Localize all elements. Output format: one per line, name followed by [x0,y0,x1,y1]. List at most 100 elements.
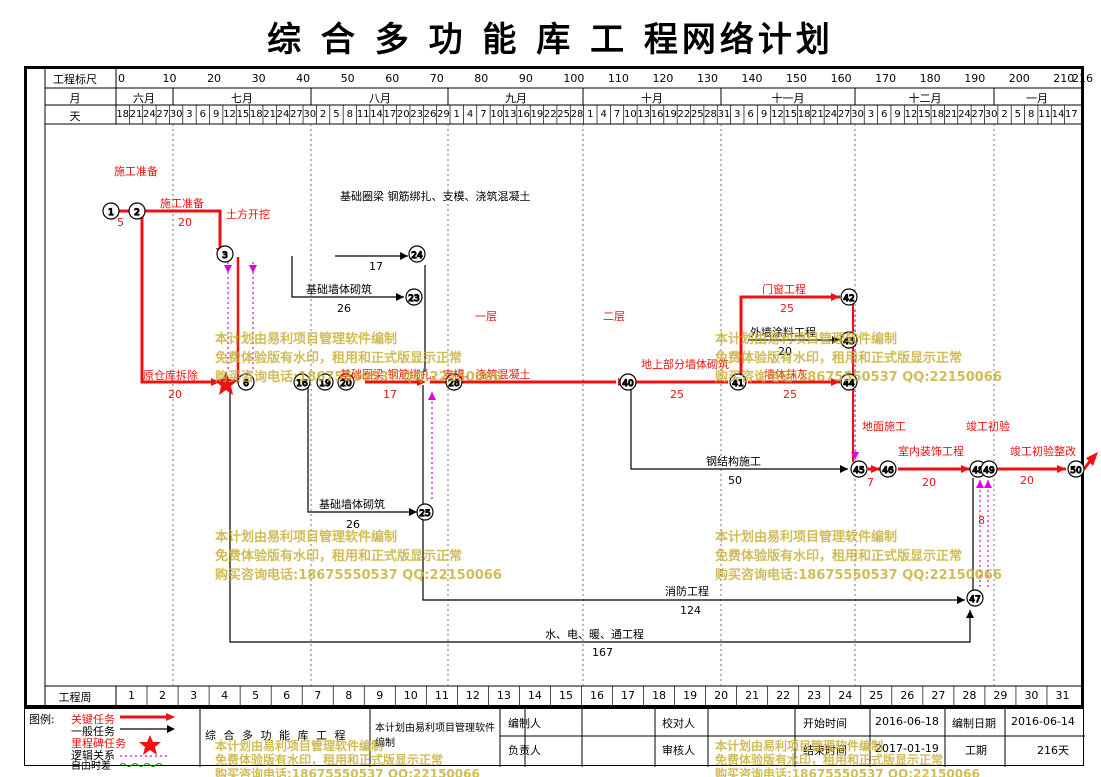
watermark: 本计划由易利项目管理软件编制免费体验版有水印，租用和正式版显示正常购买咨询电话:… [215,332,502,385]
task-duration: 26 [337,302,351,315]
software-note: 本计划由易利项目管理软件编制 [375,723,495,749]
chart-frame [24,66,1084,708]
day-cell: 6 [747,109,754,120]
task-label: 消防工程 [665,584,709,598]
node-number: 25 [419,509,430,519]
ruler-tick: 100 [563,72,585,85]
ruler-label: 工程标尺 [53,73,97,86]
day-cell: 2 [1001,109,1008,120]
week-cell: 16 [589,689,604,702]
node-number: 50 [1070,466,1082,476]
day-cell: 14 [370,109,383,120]
node-number: 41 [732,379,743,389]
day-cell: 21 [944,109,958,120]
node-number: 6 [243,379,249,389]
week-cell: 6 [283,689,291,702]
day-cell: 3 [867,109,875,120]
week-cell: 15 [558,689,573,702]
week-cell: 12 [465,689,480,702]
day-cell: 8 [346,109,353,120]
task-label: 门窗工程 [762,282,806,296]
node-number: 28 [448,379,460,389]
day-cell: 22 [677,109,691,120]
ruler-tick: 60 [385,72,400,85]
watermark: 本计划由易利项目管理软件编制免费体验版有水印，租用和正式版显示正常购买咨询电话:… [715,739,980,777]
week-cell: 18 [652,689,667,702]
watermark: 本计划由易利项目管理软件编制免费体验版有水印，租用和正式版显示正常购买咨询电话:… [715,332,1002,385]
task-label: 地面施工 [862,420,906,433]
task-label: 基础圈梁 钢筋绑扎、支模、浇筑混凝土 [340,367,531,381]
day-cell: 18 [931,109,945,120]
node-number: 49 [983,466,995,476]
task-label: 二层 [603,310,625,323]
ruler-tick: 190 [964,72,986,85]
day-cell: 27 [290,109,303,120]
ruler-tick: 90 [518,72,533,85]
task-duration: 17 [383,388,397,401]
task-label: 竣工初验整改 [1010,444,1076,458]
legend-title: 图例: [29,713,55,726]
day-cell: 15 [917,109,931,120]
task-duration: 50 [728,474,742,487]
day-cell: 24 [143,109,156,120]
node-circle [293,373,311,391]
ruler-tick: 50 [340,72,355,85]
week-cell: 24 [838,689,853,702]
day-cell: 13 [503,109,517,120]
week-cell: 8 [345,689,353,702]
node-number: 43 [843,337,854,347]
period-label: 工期 [965,744,987,757]
date-value: 2016-06-14 [1011,715,1075,728]
week-cell: 4 [221,689,229,702]
day-cell: 16 [517,109,530,120]
week-cell: 1 [128,689,136,702]
task-duration: 26 [346,518,360,531]
ruler-tick: 210 [1053,72,1075,85]
day-cell: 4 [466,109,474,120]
week-cell: 11 [434,689,449,702]
day-cell: 14 [1051,109,1065,120]
node-number: 19 [319,379,331,389]
day-cell: 28 [570,109,584,120]
week-cell: 5 [252,689,260,702]
day-cell: 19 [530,109,544,120]
day-cell: 18 [249,109,263,120]
day-cell: 18 [116,109,130,120]
month-cell: 一月 [1026,92,1048,105]
legend-logic: 逻辑关系 [71,749,115,762]
task-duration: 20 [1020,474,1034,487]
legend-critical: 关键任务 [71,713,115,726]
node-number: 2 [134,208,140,218]
node-circle [237,373,255,391]
week-cell: 23 [807,689,822,702]
day-cell: 1 [587,109,594,120]
node-number: 3 [222,251,228,261]
week-cell: 28 [962,689,977,702]
week-cell: 19 [683,689,698,702]
ruler-tick: 170 [875,72,897,85]
day-cell: 22 [543,109,557,120]
day-cell: 16 [650,109,664,120]
node-number: 44 [843,379,855,389]
week-cell: 26 [900,689,915,702]
node-number: 24 [411,251,423,261]
ruler-tick: 200 [1008,72,1030,85]
day-cell: 6 [881,109,888,120]
week-cell: 9 [376,689,384,702]
node-circle [416,503,434,521]
node-number: 23 [408,294,419,304]
ruler-tick: 160 [830,72,852,85]
month-cell: 十二月 [908,92,942,105]
day-cell: 27 [837,109,851,120]
day-cell: 7 [480,109,487,120]
node-circle [445,373,463,391]
node-number: 45 [853,466,864,476]
day-cell: 1 [453,109,460,120]
month-cell: 八月 [369,92,391,105]
day-cell: 12 [223,109,236,120]
day-cell: 4 [600,109,607,120]
legend-milestone: 里程碑任务 [71,737,126,750]
day-cell: 20 [396,109,410,120]
week-cell: 30 [1024,689,1039,702]
month-cell: 九月 [505,92,527,105]
